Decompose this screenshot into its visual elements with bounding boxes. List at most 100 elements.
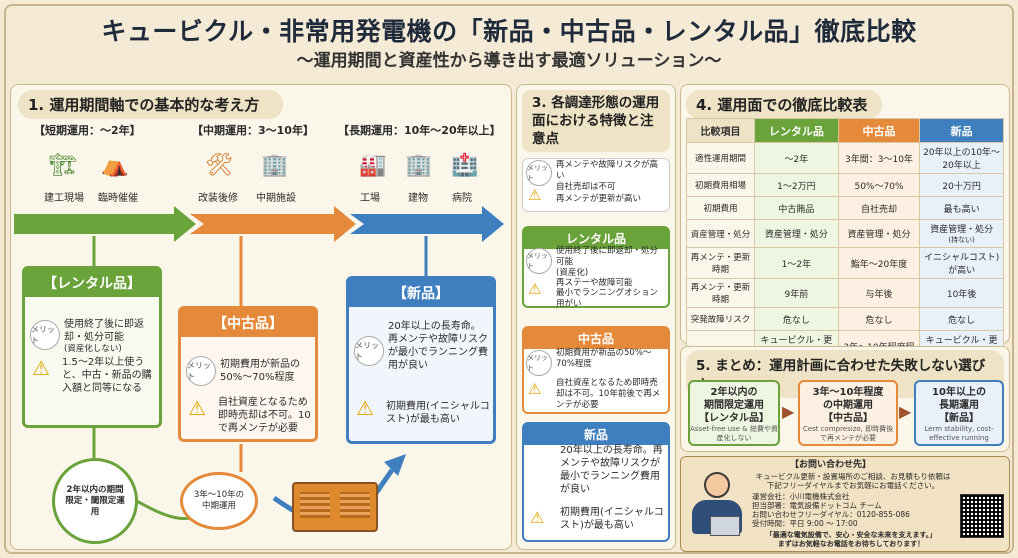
section3-heading: 3. 各調達形態の運用面における特徴と注意点 <box>522 90 670 152</box>
table-cell: 資産管理・処分 <box>837 219 921 248</box>
table-cell: 最も高い <box>919 196 1004 220</box>
summary-used-line-3: 【中古品】 <box>823 413 873 424</box>
table-row: 資産管理・処分資産管理・処分資産管理・処分資産管理・処分(持ない) <box>686 219 1004 248</box>
section3-rental-line-4: 最小でランニングオション用がい <box>556 288 659 309</box>
item-renovation: 改装後修 <box>198 193 238 204</box>
summary-new-line-2: 長期運用 <box>939 400 979 411</box>
section3-top-line-2: 自社売却は不可 <box>556 182 616 192</box>
section3-rental-title: レンタル品 <box>524 228 668 249</box>
contact-line-4: 担当部署：電気設備ドットコム チーム <box>752 501 882 510</box>
tent-icon: ⛺ <box>101 152 129 178</box>
table-cell: 3年間：3〜10年 <box>837 142 921 174</box>
arrow-right-icon: ▶ <box>782 402 795 421</box>
warning-icon: ⚠ <box>528 280 542 298</box>
contact-line-2: 下記フリーダイヤルまでお気軽にお電話ください。 <box>766 481 940 490</box>
contact-line-8: まずはお気軽なお電話をお待ちしております！ <box>777 540 925 548</box>
summary-rental-line-3: 【レンタル品】 <box>699 413 769 424</box>
factory-icon: 🏭 <box>359 152 387 178</box>
table-cell: 資産管理・処分(持ない) <box>919 219 1004 248</box>
used-card-title: 【中古品】 <box>181 309 315 337</box>
table-row-label: 再メンテ・更新時期 <box>686 247 755 279</box>
col-header-rental: レンタル品 <box>754 118 839 143</box>
summary-box-new: 10年以上の 長期運用 【新品】 Lerm stability, cost-ef… <box>914 380 1004 446</box>
item-factory: 工場 <box>360 193 380 204</box>
crane-icon: 🏗 <box>49 152 77 178</box>
page-title: キュービクル・非常用発電機の「新品・中古品・レンタル品」徹底比較 <box>101 17 917 46</box>
summary-rental-sub: Asset-free use & 総費や資産化しない <box>690 425 778 442</box>
period-short-label: 【短期運用：〜2年】 <box>34 124 141 137</box>
contact-line-1: キュービクル更新・設置場所のご相談、お見積もり依頼は <box>755 472 951 481</box>
office-building-icon: 🏢 <box>405 152 433 178</box>
table-cell: 危なし <box>919 307 1004 331</box>
table-cell: 中古賄品 <box>754 196 839 220</box>
short-term-circle: 2年以内の期間限定・閾限定運用 <box>52 458 138 544</box>
summary-new-line-3: 【新品】 <box>939 413 979 424</box>
building-frame-icon: 🏢 <box>261 152 289 178</box>
used-card: 【中古品】 <box>178 306 318 442</box>
section3-used-merit-tag: メリット <box>526 350 552 376</box>
table-row-label: 資産管理・処分 <box>686 219 755 248</box>
period-long-label: 【長期運用：10年〜20年以上】 <box>338 124 501 137</box>
summary-used-line-1: 3年〜10年程度 <box>812 387 884 398</box>
qr-code-icon[interactable] <box>960 494 1004 538</box>
asset-note: (持ない) <box>948 236 975 244</box>
table-cell: 〜2年 <box>754 142 839 174</box>
summary-used-line-2: の中期運用 <box>823 400 873 411</box>
new-warn-text: 初期費用(イニシャルコスト)が最も高い <box>386 401 490 425</box>
rental-card-title: 【レンタル品】 <box>25 269 159 297</box>
warning-icon: ⚠ <box>528 380 542 398</box>
contact-heading: 【お問い合わせ先】 <box>790 460 872 470</box>
warning-icon: ⚠ <box>32 356 50 380</box>
table-row-label: 初期費用 <box>686 196 755 220</box>
rental-merit-note: (資産化しない) <box>64 344 122 354</box>
section3-used-line-2: 自社資産となるため即時売却は不可。10年前後で再メンテが必要 <box>556 378 661 410</box>
used-merit-tag: メリット <box>186 356 216 386</box>
table-row-label: 初期費用相場 <box>686 173 755 197</box>
item-temporary-event: 臨時催催 <box>98 193 138 204</box>
table-cell: 資産管理・処分 <box>754 219 839 248</box>
table-cell: 9年前 <box>754 278 839 308</box>
section3-rental-line-1: 使用終了後に即返却・処分可能 <box>556 246 659 267</box>
new-card-title: 【新品】 <box>349 279 493 307</box>
tools-icon: 🛠 <box>205 152 233 178</box>
summary-box-used: 3年〜10年程度 の中期運用 【中古品】 Cest compresizo, 即時… <box>798 380 898 446</box>
table-row: 突発故障リスク危なし危なし危なし <box>686 307 1004 331</box>
col-header-new: 新品 <box>919 118 1004 143</box>
warning-icon: ⚠ <box>530 508 545 527</box>
section3-used-title: 中古品 <box>524 328 668 349</box>
section3-new-card: 新品 <box>522 422 670 542</box>
summary-new-line-1: 10年以上の <box>932 387 986 398</box>
contact-line-3: 運営会社：小川電機株式会社 <box>752 492 850 501</box>
item-mid-facility: 中期施設 <box>256 193 296 204</box>
summary-rental-line-2: 期間限定運用 <box>704 400 764 411</box>
contact-line-5: お問い合わせフリーダイヤル：0120-855-086 <box>752 510 910 519</box>
new-merit-tag: メリット <box>354 336 384 366</box>
mid-term-circle-text: 3年〜10年の中期運用 <box>193 490 245 511</box>
section3-used-line-1: 初期費用が新品の50%〜70%程度 <box>556 348 652 369</box>
table-cell: 危なし <box>837 307 921 331</box>
warning-icon: ⚠ <box>188 396 206 420</box>
col-header-item: 比較項目 <box>686 118 755 143</box>
table-cell: 自社売却 <box>837 196 921 220</box>
item-hospital: 病院 <box>452 193 472 204</box>
table-row-label: 突発故障リスク <box>686 307 755 331</box>
arrow-right-icon: ▶ <box>899 402 912 421</box>
section4-heading: 4. 運用面での徹底比較表 <box>686 90 882 119</box>
generator-icon <box>292 482 378 532</box>
rental-warn-text: 1.5〜2年以上使うと、中古・新品の購入額と同等になる <box>62 357 152 394</box>
table-cell: 1〜2万円 <box>754 173 839 197</box>
section3-new-title: 新品 <box>524 424 668 445</box>
used-warn-text: 自社資産となるため即時売却は不可。10で再メンテが必要 <box>218 397 311 434</box>
warning-icon: ⚠ <box>356 396 374 420</box>
rental-merit-text: 使用終了後に即返却・処分可能 <box>64 319 144 343</box>
summary-box-rental: 2年以内の 期間限定運用 【レンタル品】 Asset-free use & 総費… <box>688 380 780 446</box>
short-term-circle-text: 2年以内の期間限定・閾限定運用 <box>65 484 125 517</box>
item-building: 建物 <box>408 193 428 204</box>
section3-top-line-3: 再メンテが更新が高い <box>556 194 642 204</box>
table-row-label: 適性運用期間 <box>686 142 755 174</box>
